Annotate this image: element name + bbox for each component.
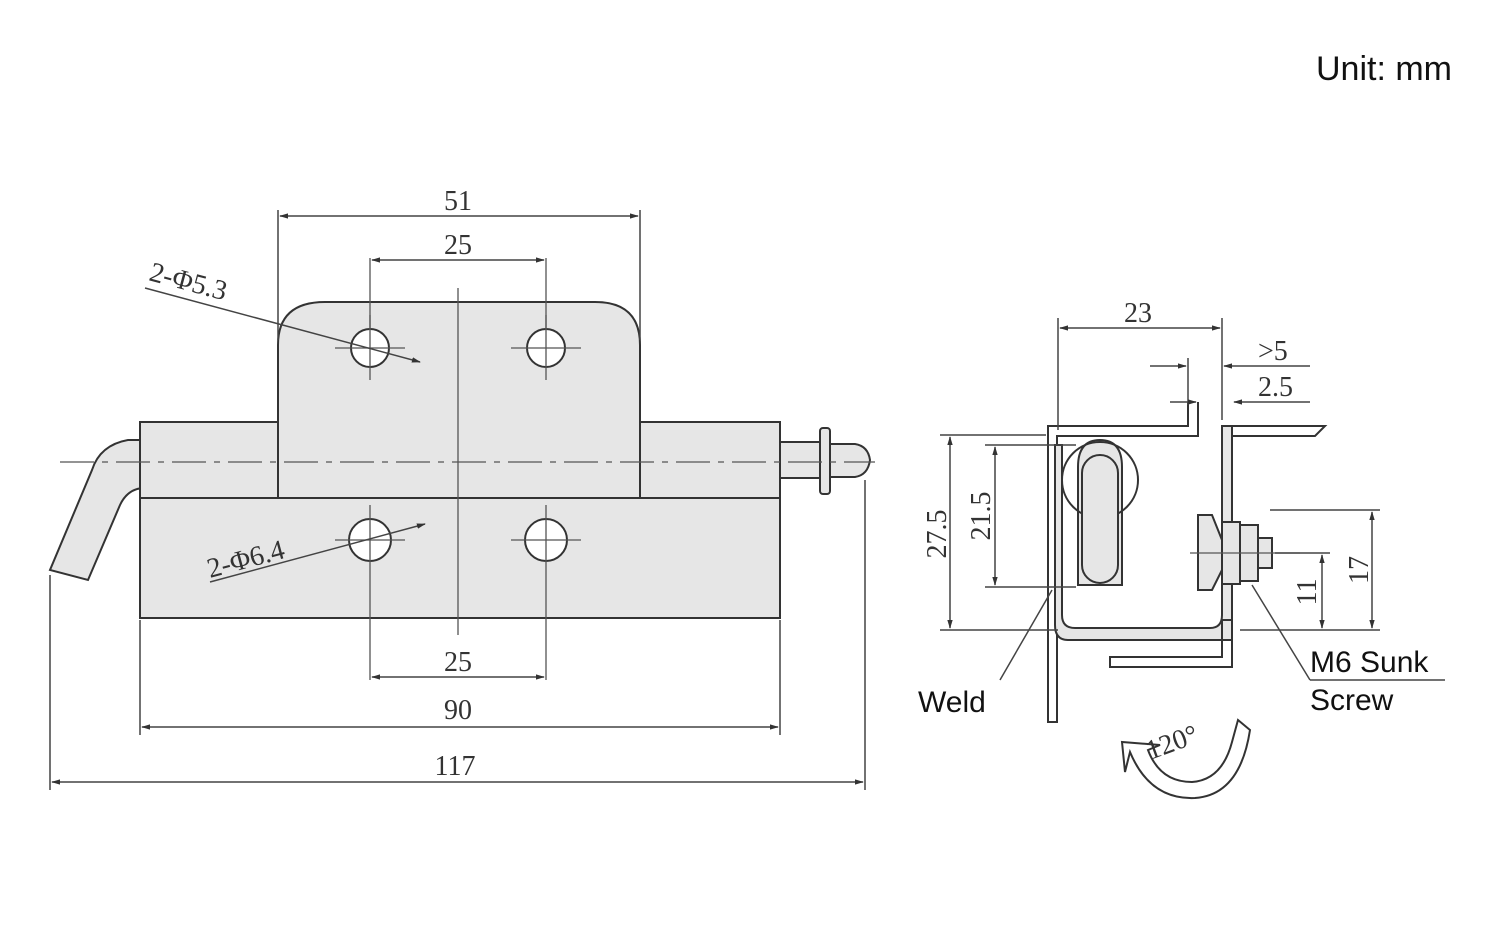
svg-text:120°: 120°	[1142, 719, 1203, 766]
svg-text:17: 17	[1344, 556, 1375, 584]
svg-text:Weld: Weld	[918, 686, 986, 719]
bracket-outer	[1047, 402, 1199, 723]
svg-text:2.5: 2.5	[1258, 372, 1293, 403]
svg-text:27.5: 27.5	[922, 510, 953, 559]
svg-text:21.5: 21.5	[966, 492, 997, 541]
screw-callout: M6 Sunk Screw	[1251, 584, 1445, 717]
dim-thickness: 2.5	[1170, 372, 1310, 405]
dim-width: 23	[1057, 298, 1223, 430]
dim-screw-offset: 11	[1275, 552, 1330, 629]
svg-text:25: 25	[444, 230, 472, 261]
svg-text:117: 117	[435, 751, 476, 782]
svg-text:23: 23	[1124, 298, 1152, 329]
upper-leaf	[277, 301, 641, 499]
dim-height-slot: 21.5	[966, 444, 1076, 588]
weld-callout: Weld	[918, 589, 1053, 719]
pin-tip	[829, 443, 872, 478]
dim-overall-length: 117	[49, 480, 866, 790]
lower-leaf	[139, 497, 781, 619]
hinge-handle	[48, 439, 146, 582]
svg-text:90: 90	[444, 695, 472, 726]
dim-clearance: >5	[1150, 336, 1310, 405]
unit-label: Unit: mm	[1316, 50, 1452, 88]
dim-bottom-hole-spacing: 25	[371, 647, 545, 680]
dim-top-hole-spacing: 25	[371, 230, 545, 263]
dim-screw-height: 17	[1240, 509, 1380, 631]
svg-text:M6 Sunk: M6 Sunk	[1310, 646, 1429, 679]
svg-text:>5: >5	[1258, 336, 1288, 367]
dim-height-total: 27.5	[922, 434, 1058, 631]
svg-text:11: 11	[1292, 579, 1323, 606]
dim-leaf-length: 90	[139, 620, 781, 735]
svg-text:51: 51	[444, 186, 472, 217]
dim-plate-width: 51	[277, 186, 641, 340]
pin-collar	[819, 427, 831, 495]
rotation-arrow-icon: 120°	[1120, 718, 1252, 800]
svg-text:25: 25	[444, 647, 472, 678]
front-view: 51 25 2-Φ5.3 2-Φ6.4 25 90	[48, 186, 875, 790]
side-view: 23 >5 2.5 27.5 21.5	[918, 298, 1445, 800]
pin-shaft	[779, 441, 821, 479]
lower-plate	[1109, 619, 1233, 668]
svg-text:Screw: Screw	[1310, 684, 1394, 717]
